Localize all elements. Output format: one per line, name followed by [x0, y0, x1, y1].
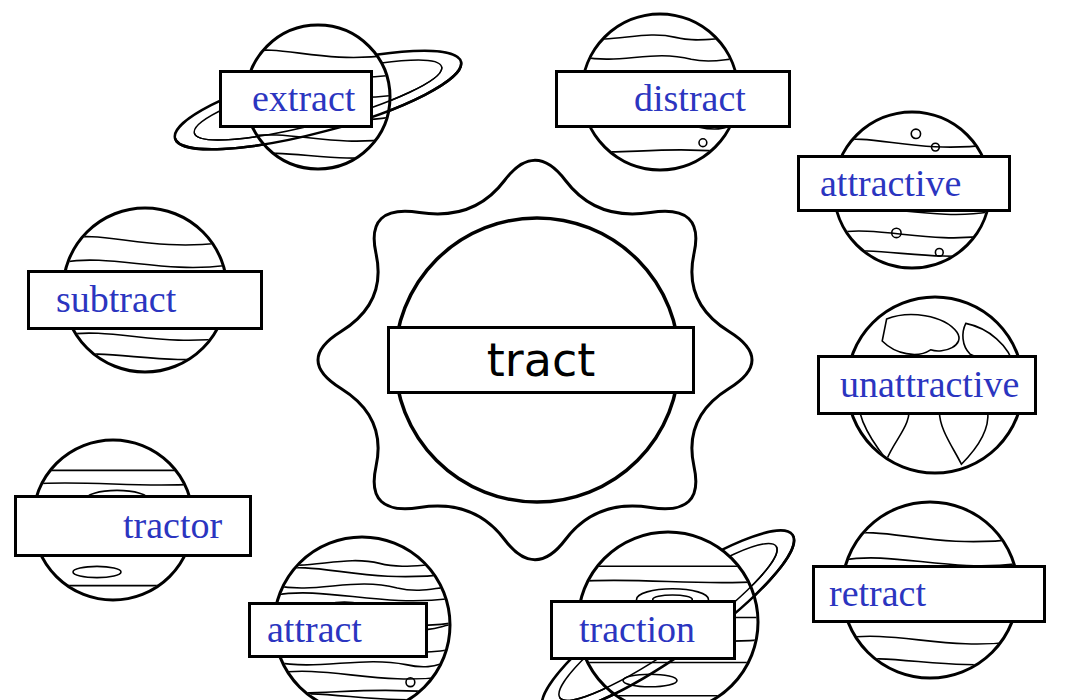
word-label: tractor: [123, 505, 222, 547]
ringed-planet: [524, 507, 812, 700]
word-label-box: tractor: [14, 495, 252, 557]
root-word: tract: [487, 335, 595, 386]
sun-burst: [318, 160, 752, 560]
word-label: attract: [267, 609, 362, 651]
word-label-box: distract: [555, 70, 791, 128]
word-label-box: unattractive: [817, 355, 1037, 415]
word-label-box: retract: [812, 565, 1046, 623]
word-label: traction: [579, 609, 695, 651]
ringed-planet: [167, 25, 469, 169]
word-label-box: subtract: [27, 270, 263, 330]
root-word-box: tract: [387, 326, 695, 394]
word-label: distract: [634, 78, 746, 120]
word-label: extract: [252, 78, 355, 120]
word-label-box: traction: [550, 600, 736, 660]
word-label-box: attractive: [797, 155, 1011, 212]
word-label-box: extract: [219, 70, 373, 128]
word-label-box: attract: [248, 602, 428, 658]
word-label: attractive: [820, 163, 961, 205]
word-label: unattractive: [840, 364, 1019, 406]
word-label: retract: [829, 573, 926, 615]
word-label: subtract: [56, 279, 176, 321]
